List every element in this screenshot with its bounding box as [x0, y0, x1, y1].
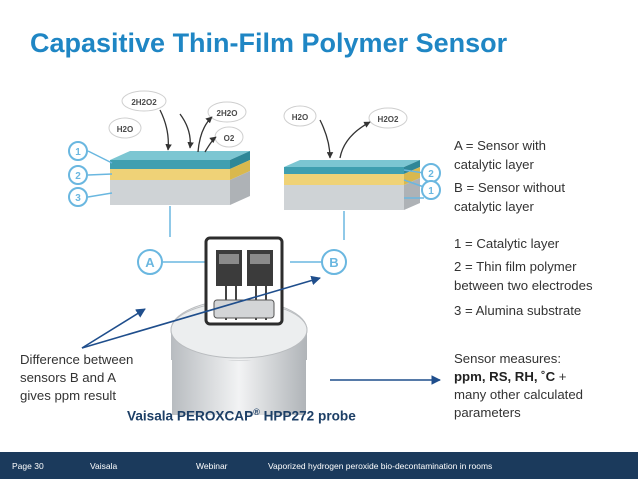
slide-title: Capasitive Thin-Film Polymer Sensor — [30, 28, 508, 58]
layer-marker-2-b: 2 — [421, 163, 441, 183]
footer-type: Webinar — [196, 461, 228, 471]
molecule-bubbles-b: H2O H2O2 — [283, 105, 408, 129]
sensor-marker-a: A — [137, 249, 163, 275]
molecule-2h2o2-a: 2H2O2 — [131, 98, 157, 107]
sensor-b-stack — [284, 160, 420, 210]
legend-sensor-b: B = Sensor without catalytic layer — [454, 180, 566, 214]
svg-text:2: 2 — [75, 171, 81, 182]
svg-text:B: B — [329, 255, 338, 270]
molecule-h2o-a: H2O — [117, 125, 133, 134]
measures-caption: Sensor measures: ppm, RS, RH, ˚C + many … — [454, 351, 584, 420]
legend-layer-3: 3 = Alumina substrate — [454, 303, 582, 318]
layer-leader-lines — [87, 150, 425, 263]
svg-text:1: 1 — [75, 147, 81, 158]
probe-caption: Vaisala PEROXCAP® HPP272 probe — [127, 407, 356, 424]
footer-company: Vaisala — [90, 461, 118, 471]
sensor-marker-b: B — [321, 249, 347, 275]
probe-illustration — [170, 236, 308, 415]
difference-caption: Difference between sensors B and A gives… — [20, 352, 134, 403]
gas-flow-arrows — [159, 109, 371, 159]
layer-marker-1-a: 1 — [68, 141, 88, 161]
sensor-diagram: 2H2O2 H2O 2H2O O2 H2O H2O2 1 — [68, 90, 441, 415]
legend-layer-1: 1 = Catalytic layer — [454, 236, 560, 251]
svg-text:A: A — [145, 255, 155, 270]
footer-bar: Page 30 Vaisala Webinar Vaporized hydrog… — [0, 452, 638, 479]
svg-text:2: 2 — [428, 169, 434, 180]
molecule-o2-a: O2 — [224, 134, 235, 143]
pointer-arrows — [81, 275, 441, 385]
legend-sensor-a: A = Sensor with catalytic layer — [454, 138, 546, 172]
molecule-h2o-b: H2O — [292, 113, 308, 122]
footer-page: Page 30 — [12, 461, 44, 471]
svg-text:1: 1 — [428, 186, 434, 197]
molecule-h2o2-b: H2O2 — [378, 115, 399, 124]
footer-topic: Vaporized hydrogen peroxide bio-decontam… — [268, 461, 493, 471]
svg-text:3: 3 — [75, 193, 81, 204]
sensor-a-stack — [110, 151, 250, 205]
layer-marker-2-a: 2 — [68, 165, 88, 185]
legend-layer-2: 2 = Thin film polymer between two electr… — [454, 259, 593, 293]
molecule-bubbles-a: 2H2O2 H2O 2H2O O2 — [108, 90, 247, 148]
molecule-2h2o-a: 2H2O — [217, 109, 238, 118]
layer-marker-3-a: 3 — [68, 187, 88, 207]
layer-marker-1-b: 1 — [421, 180, 441, 200]
